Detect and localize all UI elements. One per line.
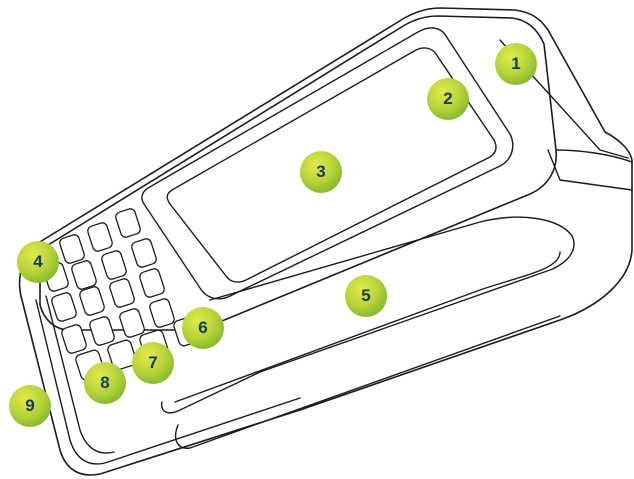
marker-9-label: 9 [10, 386, 50, 426]
marker-5-label: 5 [346, 276, 386, 316]
marker-2-label: 2 [428, 79, 468, 119]
marker-1-label: 1 [496, 44, 536, 84]
marker-3-label: 3 [301, 152, 341, 192]
marker-4-label: 4 [18, 242, 58, 282]
marker-7-label: 7 [133, 343, 173, 383]
marker-6-label: 6 [183, 308, 223, 348]
marker-8-label: 8 [85, 363, 125, 403]
